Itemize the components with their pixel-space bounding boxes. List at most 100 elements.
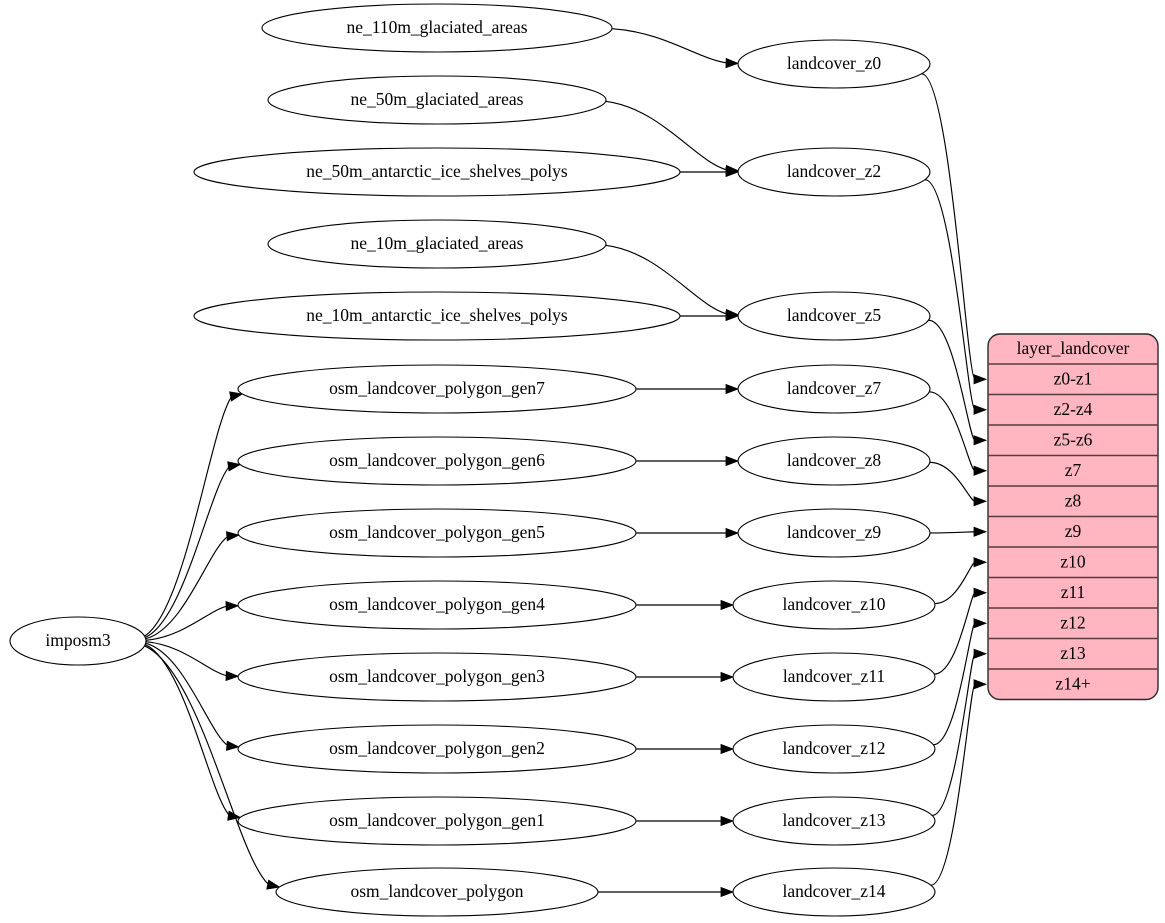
node-ne_50m_glaciated_areas[interactable]: ne_50m_glaciated_areas [267,75,607,125]
edge-arrowhead [225,670,240,682]
node-osm_landcover_polygon_gen6[interactable]: osm_landcover_polygon_gen6 [237,436,637,486]
node-label: landcover_z10 [782,594,885,614]
table-row-z10[interactable]: z10 [988,547,1158,578]
table-row-z5-z6[interactable]: z5-z6 [988,425,1158,456]
edge-line [932,653,976,816]
edge-landcover_z9--to--layer_landcover-z9 [929,526,988,537]
layer-table-group[interactable]: layer_landcoverz0-z1z2-z4z5-z6z7z8z9z10z… [987,333,1159,701]
node-label: landcover_z8 [787,450,882,470]
node-ellipse [237,436,637,486]
edge-arrowhead [973,374,988,385]
node-label: ne_50m_glaciated_areas [351,89,524,109]
edge-line [924,179,976,411]
edge-line [929,531,976,534]
node-label: landcover_z12 [782,738,885,758]
table-row-z13[interactable]: z13 [988,639,1158,670]
table-row-label: z14+ [1055,673,1090,693]
node-ne_10m_antarctic_ice_shelves_polys[interactable]: ne_10m_antarctic_ice_shelves_polys [193,291,681,341]
node-ellipse [732,652,936,702]
node-osm_landcover_polygon_gen1[interactable]: osm_landcover_polygon_gen1 [237,796,637,846]
edge-osm_landcover_polygon_gen6--to--landcover_z8 [636,455,740,467]
node-osm_landcover_polygon_gen7[interactable]: osm_landcover_polygon_gen7 [237,364,637,414]
edge-arrowhead [229,391,244,402]
table-row-label: z12 [1060,612,1085,632]
edge-ne_50m_antarctic_ice_shelves_polys--to--landcover_z2 [680,166,740,178]
node-osm_landcover_polygon_gen2[interactable]: osm_landcover_polygon_gen2 [237,724,637,774]
node-label: ne_10m_antarctic_ice_shelves_polys [306,305,568,325]
node-label: landcover_z0 [787,53,882,73]
table-row-label: z10 [1060,551,1086,571]
edge-ne_10m_antarctic_ice_shelves_polys--to--landcover_z5 [680,310,740,322]
edge-arrowhead [973,679,988,690]
node-ellipse [237,508,637,558]
edge-imposm3--to--osm_landcover_polygon_gen4 [145,600,240,641]
edge-osm_landcover_polygon_gen5--to--landcover_z9 [636,527,740,539]
node-landcover_z13[interactable]: landcover_z13 [732,796,936,846]
edge-arrowhead [725,57,740,69]
node-ne_110m_glaciated_areas[interactable]: ne_110m_glaciated_areas [261,3,613,53]
node-landcover_z9[interactable]: landcover_z9 [737,508,931,558]
table-row-z9[interactable]: z9 [988,517,1158,548]
edge-osm_landcover_polygon_gen4--to--landcover_z10 [636,599,735,611]
node-ellipse [237,724,637,774]
table-row-z2-z4[interactable]: z2-z4 [988,395,1158,426]
edge-landcover_z2--to--layer_landcover-z2-z4 [924,179,988,415]
edge-arrowhead [973,496,988,507]
edge-arrowhead [725,166,740,178]
table-row-label: z9 [1065,521,1082,541]
edge-landcover_z14--to--layer_landcover-z14+ [930,679,988,886]
edge-line [144,645,270,886]
node-label: osm_landcover_polygon_gen6 [329,450,545,470]
node-ellipse [193,147,681,197]
edge-arrowhead [725,455,740,467]
table-row-z0-z1[interactable]: z0-z1 [988,364,1158,395]
edge-osm_landcover_polygon_gen1--to--landcover_z13 [636,815,735,827]
node-landcover_z12[interactable]: landcover_z12 [732,724,936,774]
node-label: osm_landcover_polygon_gen1 [329,810,545,830]
edge-arrowhead [720,815,735,827]
node-ne_10m_glaciated_areas[interactable]: ne_10m_glaciated_areas [267,219,607,269]
node-landcover_z7[interactable]: landcover_z7 [737,364,931,414]
node-ellipse [237,580,637,630]
node-label: osm_landcover_polygon_gen5 [329,522,545,542]
node-landcover_z14[interactable]: landcover_z14 [732,867,936,917]
node-label: imposm3 [45,630,110,650]
edge-line [145,465,231,638]
edge-arrowhead [225,740,240,751]
edge-imposm3--to--osm_landcover_polygon_gen3 [145,641,240,682]
node-ne_50m_antarctic_ice_shelves_polys[interactable]: ne_50m_antarctic_ice_shelves_polys [193,147,681,197]
edge-landcover_z11--to--layer_landcover-z11 [934,587,988,675]
node-osm_landcover_polygon_gen4[interactable]: osm_landcover_polygon_gen4 [237,580,637,630]
node-landcover_z11[interactable]: landcover_z11 [732,652,936,702]
edge-ne_110m_glaciated_areas--to--landcover_z0 [611,28,740,69]
edge-arrowhead [725,383,740,395]
edge-arrowhead [225,531,240,542]
table-row-z7[interactable]: z7 [988,456,1158,487]
node-label: landcover_z7 [787,378,882,398]
table-row-label: z0-z1 [1054,368,1093,388]
table-row-z11[interactable]: z11 [988,578,1158,609]
node-landcover_z5[interactable]: landcover_z5 [737,291,931,341]
table-row-z12[interactable]: z12 [988,608,1158,639]
node-ellipse [737,147,931,197]
node-ellipse [261,3,613,53]
node-osm_landcover_polygon[interactable]: osm_landcover_polygon [275,867,599,917]
table-row-z8[interactable]: z8 [988,486,1158,517]
node-osm_landcover_polygon_gen3[interactable]: osm_landcover_polygon_gen3 [237,652,637,702]
node-ellipse [9,616,147,666]
node-label: ne_10m_glaciated_areas [351,233,524,253]
node-landcover_z10[interactable]: landcover_z10 [732,580,936,630]
table-row-label: z2-z4 [1054,399,1093,419]
node-osm_landcover_polygon_gen5[interactable]: osm_landcover_polygon_gen5 [237,508,637,558]
node-ellipse [732,796,936,846]
node-label: landcover_z2 [787,161,881,181]
table-row-z14+[interactable]: z14+ [988,669,1158,700]
edge-landcover_z10--to--layer_landcover-z10 [934,557,988,605]
node-landcover_z8[interactable]: landcover_z8 [737,436,931,486]
edge-imposm3--to--osm_landcover_polygon_gen5 [145,531,240,640]
node-landcover_z2[interactable]: landcover_z2 [737,147,931,197]
node-imposm3[interactable]: imposm3 [9,616,147,666]
node-landcover_z0[interactable]: landcover_z0 [737,39,931,89]
node-ellipse [732,580,936,630]
